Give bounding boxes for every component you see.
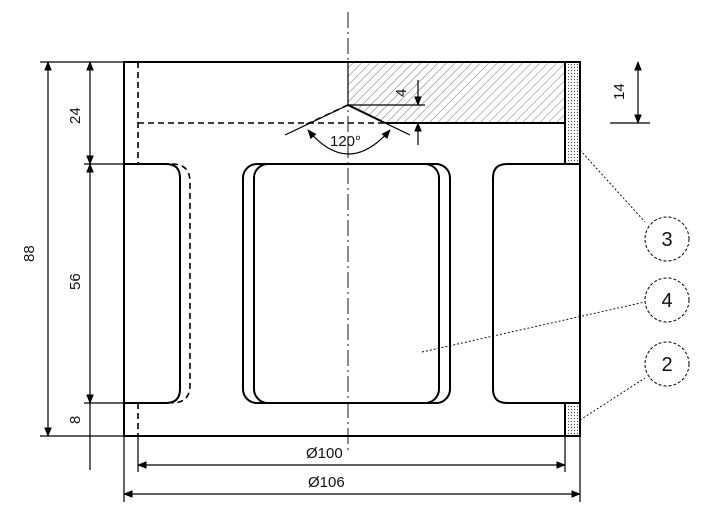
dotted-strip-bottom <box>565 403 580 436</box>
dim-88-label: 88 <box>21 245 38 262</box>
dim-14-label: 14 <box>611 83 628 100</box>
cone-angle-label: 120° <box>330 133 361 150</box>
window-center-back <box>242 163 440 404</box>
dim-d100-label: Ø100 <box>306 445 343 462</box>
callout-4-label: 4 <box>661 290 672 312</box>
dim-8-label: 8 <box>67 416 84 424</box>
leader-2 <box>579 377 646 421</box>
callout-2-label: 2 <box>661 354 672 376</box>
callout-2-bubble <box>644 341 690 387</box>
cone-extension-right <box>347 104 411 136</box>
dim-d106-label: Ø106 <box>308 474 345 491</box>
dim-24-label: 24 <box>67 107 84 124</box>
cone-extension-left <box>284 104 349 136</box>
callout-4-bubble <box>644 277 690 323</box>
window-center <box>253 163 451 404</box>
callout-3-label: 3 <box>661 229 672 251</box>
cone-angle-arc <box>307 129 391 155</box>
dim-56-label: 56 <box>67 273 84 290</box>
dim-4-label: 4 <box>393 89 410 97</box>
callout-3-bubble <box>644 216 690 262</box>
window-left <box>124 163 181 404</box>
hatched-section <box>348 62 565 123</box>
leader-4 <box>421 301 646 353</box>
window-right <box>492 163 580 404</box>
hidden-window-left <box>171 163 191 404</box>
leader-3 <box>579 149 646 223</box>
dotted-strip-top <box>565 62 580 164</box>
